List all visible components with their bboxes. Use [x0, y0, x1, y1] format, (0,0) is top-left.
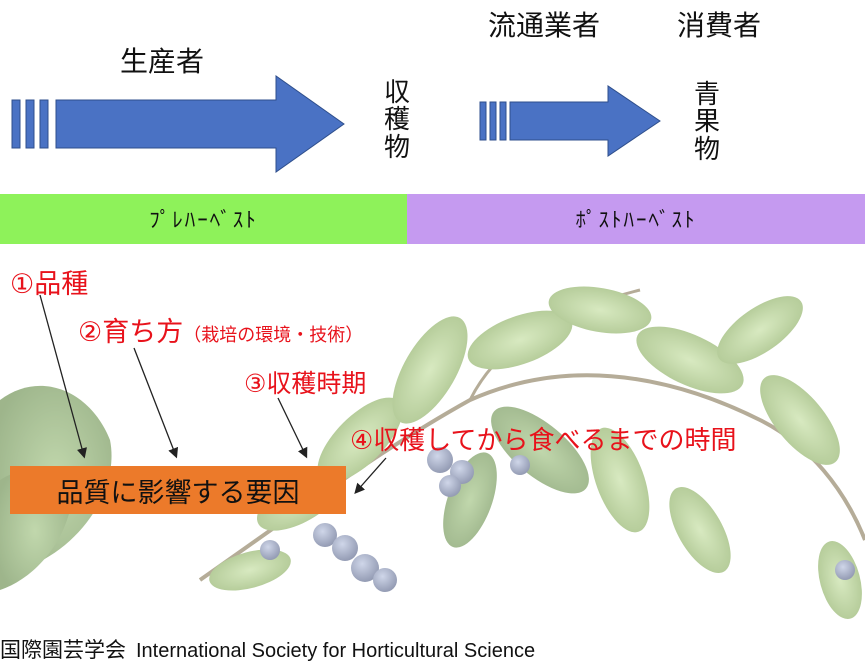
harvest-char-1: 収 — [384, 78, 411, 108]
pre-harvest-band: ﾌﾟﾚﾊｰﾍﾞｽﾄ — [0, 194, 407, 244]
harvest-label: 収 穫 物 — [384, 78, 411, 163]
factor-cultivation: ②育ち方（栽培の環境・技術） — [78, 310, 363, 349]
footer-jp: 国際園芸学会 — [0, 638, 126, 662]
factor-time-to-consumption: ④収穫してから食べるまでの時間 — [350, 426, 737, 456]
factor-variety: ①品種 — [10, 269, 89, 300]
distributor-label: 流通業者 — [488, 9, 601, 42]
produce-label: 青 果 物 — [694, 80, 721, 165]
distributor-arrow — [479, 85, 661, 157]
produce-char-3: 物 — [694, 134, 721, 165]
harvest-char-2: 穫 — [384, 105, 411, 136]
factor-cultivation-main: ②育ち方 — [78, 317, 184, 348]
post-harvest-label: ﾎﾟｽﾄﾊｰﾍﾞｽﾄ — [575, 208, 697, 232]
factor-cultivation-sub: （栽培の環境・技術） — [183, 325, 364, 346]
quality-factors-label: 品質に影響する要因 — [56, 477, 300, 509]
arrow-cultivation — [133, 347, 179, 459]
quality-factors-box: 品質に影響する要因 — [10, 466, 346, 514]
pre-harvest-label: ﾌﾟﾚﾊｰﾍﾞｽﾄ — [149, 208, 258, 232]
arrow-harvest-time — [277, 397, 308, 459]
footer-en: International Society for Horticultural … — [136, 640, 536, 662]
arrow-time-to-consumption — [354, 457, 387, 494]
post-harvest-band: ﾎﾟｽﾄﾊｰﾍﾞｽﾄ — [407, 194, 865, 244]
footer-credit: 国際園芸学会 International Society for Horticul… — [0, 634, 535, 664]
producer-label: 生産者 — [120, 45, 205, 78]
arrow-variety — [39, 294, 87, 459]
produce-char-2: 果 — [694, 107, 721, 138]
produce-char-1: 青 — [694, 80, 721, 110]
consumer-label: 消費者 — [677, 9, 762, 42]
harvest-char-3: 物 — [384, 132, 411, 163]
factor-harvest-time: ③収穫時期 — [244, 369, 367, 398]
producer-arrow — [11, 75, 345, 173]
